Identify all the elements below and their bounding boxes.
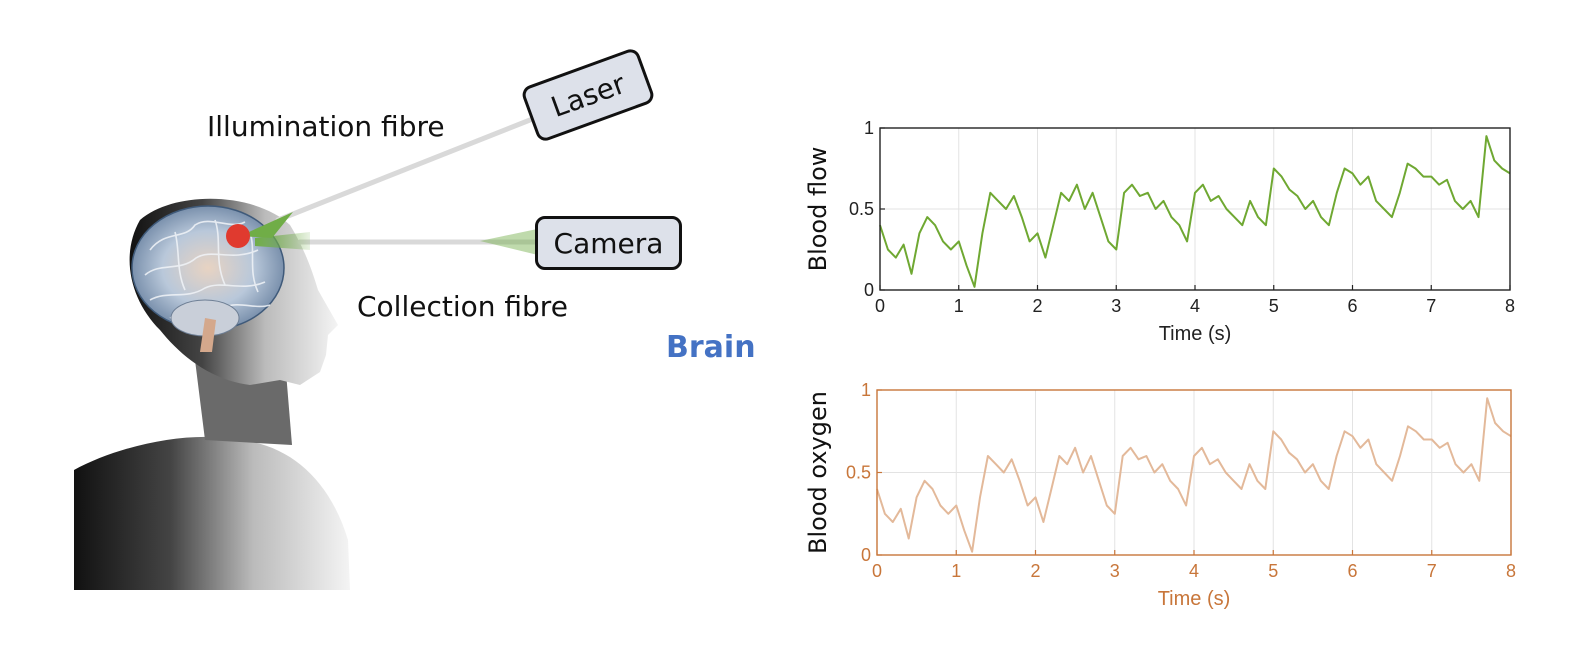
x-tick-label: 5 [1269,296,1279,316]
camera-beam [480,228,542,256]
brainstem-shape [200,318,216,352]
x-tick-label: 7 [1426,296,1436,316]
illumination-fibre [275,115,538,223]
camera-label: Camera [553,226,664,260]
x-axis-label: Time (s) [1158,588,1231,610]
x-tick-label: 2 [1032,296,1042,316]
x-tick-label: 8 [1505,296,1515,316]
measurement-spot [226,224,250,248]
y-tick-label: 0 [864,280,874,300]
y-tick-label: 1 [864,118,874,138]
collection-beam [255,232,310,250]
y-tick-label: 0 [861,545,871,565]
x-tick-label: 1 [951,561,961,581]
x-tick-label: 7 [1427,561,1437,581]
x-tick-label: 4 [1189,561,1199,581]
x-tick-label: 2 [1030,561,1040,581]
brain-label: Brain [666,330,756,365]
laser-label: Laser [546,66,630,124]
x-axis-label: Time (s) [1159,323,1232,345]
x-tick-label: 6 [1347,561,1357,581]
x-tick-label: 0 [872,561,882,581]
x-tick-label: 6 [1347,296,1357,316]
x-tick-label: 8 [1506,561,1516,581]
camera-box: Camera [535,216,682,270]
x-tick-label: 3 [1111,296,1121,316]
y-tick-label: 0.5 [849,199,874,219]
illumination-beam [240,212,293,238]
x-tick-label: 3 [1110,561,1120,581]
y-axis-label: Blood flow [804,147,832,272]
x-tick-label: 5 [1268,561,1278,581]
head-illustration [74,115,543,590]
y-axis-label: Blood oxygen [804,391,832,554]
x-tick-label: 1 [954,296,964,316]
x-tick-label: 0 [875,296,885,316]
x-tick-label: 4 [1190,296,1200,316]
y-tick-label: 0.5 [846,463,871,483]
illumination-fibre-label: Illumination fibre [207,110,445,143]
y-tick-label: 1 [861,380,871,400]
series-line [879,135,1511,288]
collection-fibre-label: Collection fibre [357,290,568,323]
series-line [876,397,1512,553]
shoulders-shape [74,436,350,590]
